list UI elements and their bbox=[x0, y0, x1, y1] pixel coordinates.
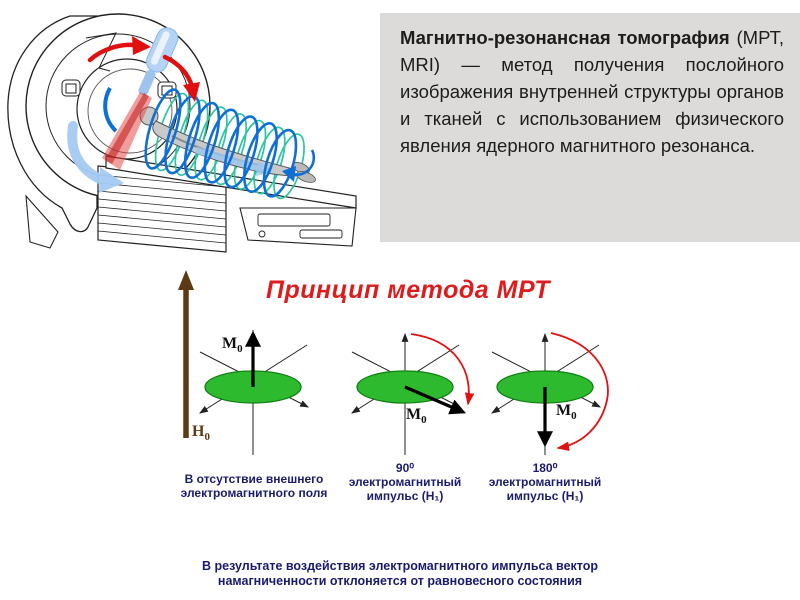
coil-blue-front bbox=[103, 87, 316, 198]
h0-field-arrow bbox=[178, 270, 194, 438]
scanner-foot bbox=[25, 194, 59, 249]
conclusion-text: В результате воздействия электромагнитно… bbox=[201, 559, 599, 588]
diagram-90-pulse bbox=[351, 332, 475, 455]
definition-text: Магнитно-резонансная томография (МРТ, MR… bbox=[400, 24, 784, 159]
definition-title: Магнитно-резонансная томография bbox=[400, 27, 730, 48]
rf-antenna-rod bbox=[138, 27, 179, 96]
diagram-180-pulse bbox=[491, 332, 609, 455]
rf-beam bbox=[102, 92, 152, 170]
h0-label: H0 bbox=[192, 423, 210, 444]
magnetization-diagrams bbox=[178, 270, 609, 455]
patient-table bbox=[105, 155, 357, 247]
m0-label-180: M0 bbox=[556, 402, 577, 423]
rotation-arrow-red bbox=[87, 36, 200, 102]
diagram-equilibrium bbox=[199, 330, 310, 455]
caption-180-pulse: 180⁰ электромагнитный импульс (Н₁) bbox=[488, 461, 602, 503]
page-title: Принцип метода МРТ bbox=[266, 276, 550, 304]
definition-body: (МРТ, MRI) — метод получения послойного … bbox=[400, 27, 784, 156]
caption-90-pulse: 90⁰ электромагнитный импульс (Н₁) bbox=[348, 461, 462, 503]
rotation-arrow-blue bbox=[67, 121, 124, 193]
bore-depth bbox=[87, 68, 173, 154]
caption-no-field: В отсутствие внешнего электромагнитного … bbox=[180, 472, 328, 500]
ring-sensor-left bbox=[61, 79, 81, 97]
coil-end-arrowhead bbox=[282, 166, 296, 182]
definition-box: Магнитно-резонансная томография (МРТ, MR… bbox=[380, 13, 800, 242]
mri-scanner-illustration bbox=[7, 13, 357, 253]
m0-label-90: M0 bbox=[406, 406, 427, 427]
m0-label-equilibrium: M0 bbox=[222, 335, 243, 356]
